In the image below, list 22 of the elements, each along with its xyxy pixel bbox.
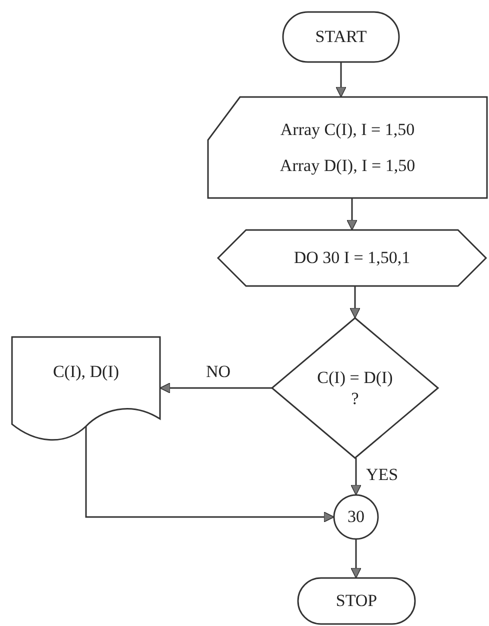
arrow <box>160 382 272 394</box>
arrow <box>346 198 358 230</box>
arrow <box>350 458 362 496</box>
node-text: Array C(I), I = 1,50 <box>280 119 415 140</box>
node-text: C(I), D(I) <box>52 361 120 383</box>
arrow <box>350 539 362 578</box>
start-terminal <box>283 12 399 62</box>
node-text: Array D(I), I = 1,50 <box>280 154 416 176</box>
decision-diamond <box>272 318 438 458</box>
arrow <box>336 62 346 98</box>
node-text: 30 <box>348 506 364 528</box>
node-text: DO 30 I = 1,50,1 <box>294 247 410 269</box>
connector-circle <box>334 495 378 539</box>
arrow <box>350 286 360 318</box>
node-text: START <box>315 26 367 48</box>
preparation-hexagon <box>218 230 486 286</box>
node-text: STOP <box>336 590 378 612</box>
manual-input-box <box>208 97 487 198</box>
node-text: C(I) = D(I) ? <box>316 366 394 410</box>
document-shape <box>12 337 160 442</box>
arrow <box>85 426 334 522</box>
stop-terminal <box>298 578 415 624</box>
